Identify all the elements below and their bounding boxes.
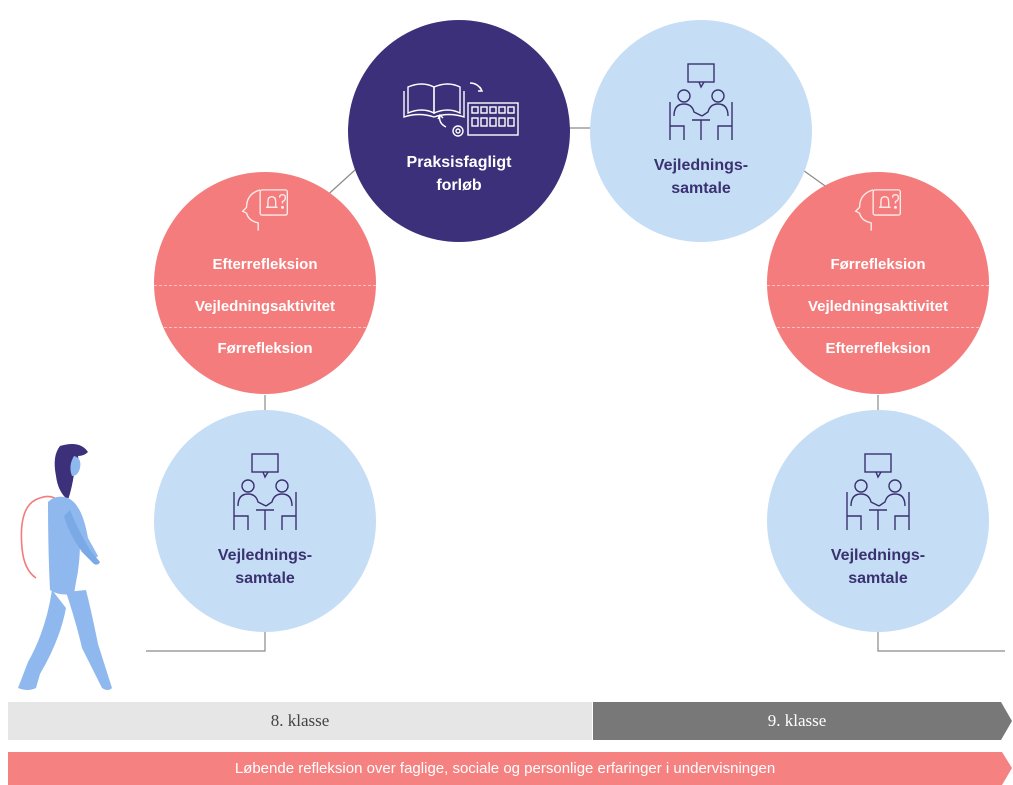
conversation-icon	[669, 63, 733, 140]
refleksion-left-row-2: Vejledningsaktivitet	[154, 285, 376, 327]
vejledningssamtale-top-label: Vejlednings- samtale	[653, 157, 749, 197]
vejledningssamtale-right-circle: Vejlednings- samtale	[767, 410, 989, 632]
reflection-head-icon	[854, 189, 901, 231]
vejledningssamtale-top-circle: Vejlednings- samtale	[590, 20, 812, 242]
walking-student-icon	[18, 444, 112, 690]
refleksion-right-circle: Førrefleksion Vejledningsaktivitet Efter…	[767, 172, 989, 394]
vejledningssamtale-right-label: Vejlednings- samtale	[830, 547, 926, 587]
praksisfagligt-forloeb-label: Praksisfagligt forløb	[406, 154, 512, 194]
book-school-cycle-icon	[403, 82, 519, 137]
refleksion-left-row-1: Efterrefleksion	[212, 256, 318, 274]
vejledningssamtale-left-label: Vejlednings- samtale	[217, 547, 313, 587]
conversation-icon	[846, 453, 910, 530]
grade-8-bar: 8. klasse	[8, 702, 592, 740]
praksisfagligt-forloeb-circle: Praksisfagligt forløb	[348, 20, 570, 242]
conversation-icon	[233, 453, 297, 530]
refleksion-left-row-3: Førrefleksion	[154, 327, 376, 369]
refleksion-right-row-2: Vejledningsaktivitet	[767, 285, 989, 327]
refleksion-right-row-3: Efterrefleksion	[767, 327, 989, 369]
grade-9-bar: 9. klasse	[767, 711, 827, 730]
vejledningssamtale-left-circle: Vejlednings- samtale	[154, 410, 376, 632]
refleksion-left-circle: Efterrefleksion Vejledningsaktivitet Før…	[154, 172, 376, 394]
ongoing-reflection-bar: Løbende refleksion over faglige, sociale…	[234, 760, 776, 777]
refleksion-right-row-1: Førrefleksion	[830, 256, 926, 274]
ongoing-reflection-arrow-shape	[8, 752, 1012, 785]
grade-9-arrow-shape	[593, 702, 1012, 740]
reflection-head-icon	[241, 189, 288, 231]
